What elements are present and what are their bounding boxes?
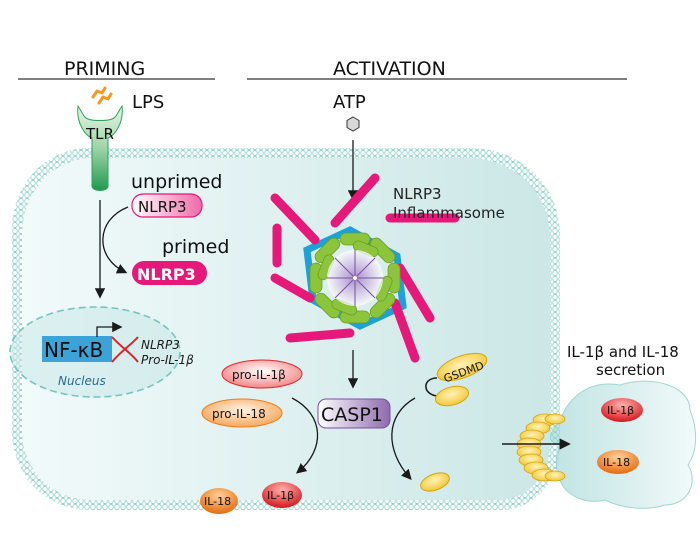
priming-heading: PRIMING <box>64 58 145 80</box>
lps-label: LPS <box>132 92 164 113</box>
lps-icon <box>91 86 113 105</box>
nlrp3-arms <box>270 173 460 363</box>
unprimed-nlrp3 <box>131 193 203 218</box>
il1b-mature <box>262 482 302 508</box>
cleavage-arrow-right <box>391 397 416 480</box>
il1b-secreted-label: IL-1β <box>607 404 634 417</box>
nfkb-box <box>42 336 112 362</box>
gsdmd-linker <box>425 377 439 397</box>
inflammasome-label-line2: Inflammasome <box>393 204 505 222</box>
atp-label: ATP <box>333 92 366 113</box>
asc-ring <box>303 226 407 330</box>
casp-recruitment-ring <box>309 232 401 324</box>
nfkb-label: NF-κB <box>44 338 103 362</box>
secretion-title-line2: secretion <box>596 361 665 379</box>
priming-arrow-curve <box>102 206 129 274</box>
casp1 <box>317 398 391 429</box>
il18-mature-label: IL-18 <box>204 495 231 508</box>
primed-nlrp3-label: NLRP3 <box>137 265 196 284</box>
il1b-mature-label: IL-1β <box>267 489 294 502</box>
dna-icon <box>111 336 139 363</box>
unprimed-label: unprimed <box>131 171 223 193</box>
primed-nlrp3 <box>132 261 207 285</box>
tlr-receptor <box>77 104 123 191</box>
secretion-title-line1: IL-1β and IL-18 <box>567 343 679 361</box>
transcription-arrow <box>96 321 123 337</box>
primed-label: primed <box>162 236 229 258</box>
cytoplasm <box>22 158 550 500</box>
gsdmd <box>436 352 488 382</box>
cleavage-arrow-left <box>291 397 319 474</box>
il18-mature <box>200 488 238 514</box>
pro-il18-label: pro-IL-18 <box>212 407 266 421</box>
nucleus-label: Nucleus <box>58 374 106 388</box>
atp-icon <box>346 116 360 132</box>
il18-secreted <box>597 450 639 474</box>
pro-il1b-label: pro-IL-1β <box>232 368 286 382</box>
casp1-spokes <box>327 250 383 306</box>
pro-il18 <box>201 398 283 428</box>
gsdmd-n-terminal <box>420 472 450 492</box>
gene-pro-il1b: Pro-IL-1β <box>141 353 194 367</box>
unprimed-nlrp3-label: NLRP3 <box>138 198 187 216</box>
gsdmd-c-terminal <box>434 385 470 407</box>
activation-heading: ACTIVATION <box>333 58 446 80</box>
pro-il1b <box>221 359 303 389</box>
il18-secreted-label: IL-18 <box>603 456 630 469</box>
gsdmd-pore <box>516 413 566 482</box>
inflammasome-label-line1: NLRP3 <box>393 185 442 203</box>
tlr-label: TLR <box>85 125 114 143</box>
il1b-secreted <box>601 398 643 422</box>
nlrp3-inflammasome <box>270 173 460 363</box>
gene-nlrp3: NLRP3 <box>141 338 180 352</box>
casp1-label: CASP1 <box>321 404 383 426</box>
